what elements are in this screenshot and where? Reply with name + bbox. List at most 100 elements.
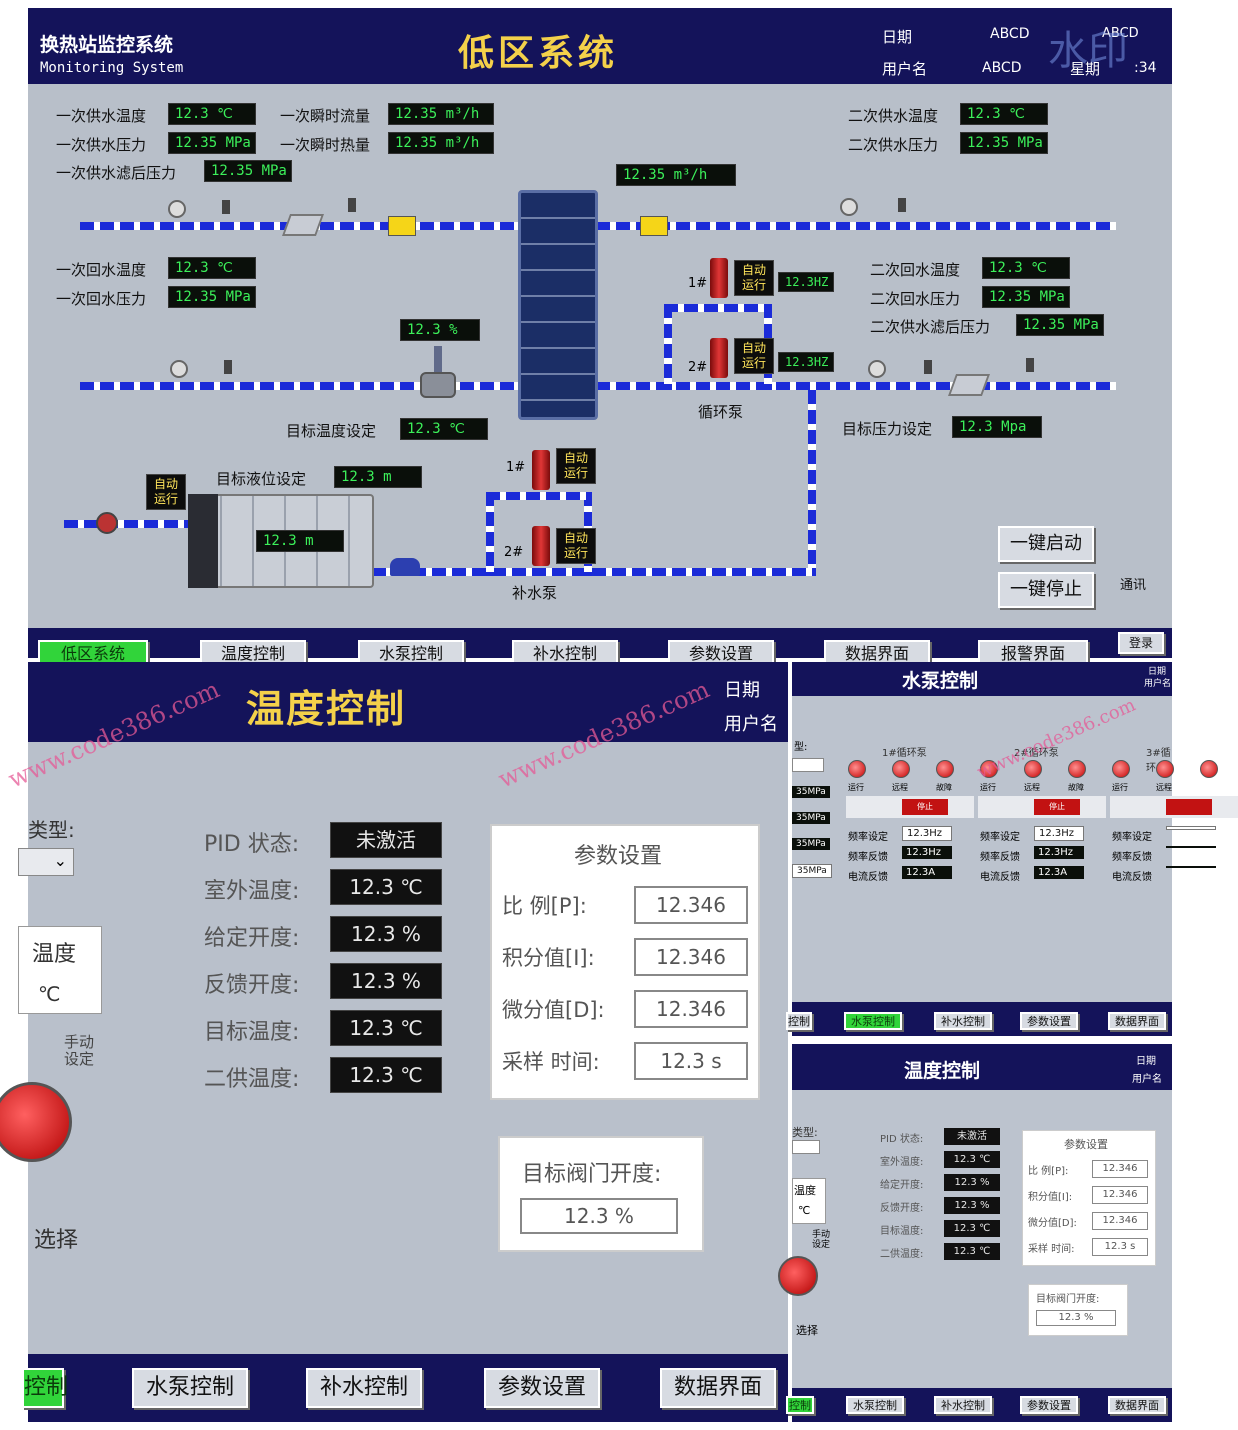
param-input[interactable]: 12.346 (634, 938, 748, 976)
param-label: 积分值[I]: (1028, 1192, 1073, 1203)
one-key-start-button[interactable]: 一键启动 (998, 526, 1094, 562)
pump-nav-item[interactable]: 水泵控制 (844, 1012, 902, 1030)
system-name-cn: 换热站监控系统 (40, 34, 174, 56)
left-temp-unit: ℃ (38, 982, 61, 1006)
freq-set-label: 频率设定 (1112, 832, 1152, 843)
p-filter-press-label: 一次供水滤后压力 (56, 164, 177, 182)
param-input[interactable]: 12.346 (1092, 1160, 1148, 1178)
temp-small-manual-label: 手动 设定 (812, 1230, 831, 1250)
nav-data-view[interactable]: 数据界面 (824, 640, 930, 666)
makeup-pump-1-icon[interactable] (532, 450, 550, 490)
temp-small-nav-item[interactable]: 补水控制 (934, 1396, 992, 1414)
s-return-press-value: 12.35 MPa (982, 286, 1070, 308)
pump-type-select[interactable] (792, 758, 824, 772)
pump-nav-item[interactable]: 控制 (786, 1012, 812, 1030)
temp-sensor-icon (898, 198, 906, 212)
temp-nav-item[interactable]: 补水控制 (306, 1368, 422, 1408)
temp-small-type-label: 类型: (792, 1126, 818, 1139)
temp-nav-item[interactable]: 参数设置 (484, 1368, 600, 1408)
pid-row-label: 室外温度: (880, 1157, 924, 1168)
param-label: 采样 时间: (502, 1050, 600, 1074)
temp-nav-item[interactable]: 水泵控制 (132, 1368, 248, 1408)
circ-pump-1-icon[interactable] (710, 258, 728, 298)
pid-row-value: 12.3 ℃ (944, 1243, 1000, 1260)
mode-knob[interactable] (0, 1082, 72, 1162)
temp-small-left-card (792, 1178, 826, 1224)
makeup-pipe (808, 390, 816, 576)
temp-small-nav-item[interactable]: 参数设置 (1020, 1396, 1078, 1414)
target-valve-box (498, 1136, 704, 1252)
circ-pump-2-icon[interactable] (710, 338, 728, 378)
chevron-down-icon: ⌄ (53, 851, 67, 870)
pump-tag: 1# (506, 460, 526, 475)
temp-page-title: 温度控制 (246, 687, 407, 731)
temp-control-small-panel: 温度控制 日期 用户名 类型: 温度 ℃ 手动 设定 选择 PID 状态:未激活… (778, 1044, 1172, 1422)
status-lamp-icon (848, 760, 866, 778)
temp-small-nav-item[interactable]: 控制 (786, 1396, 814, 1414)
flowmeter-icon (388, 216, 416, 236)
left-temp-card (18, 926, 102, 1014)
nav-alarm-view[interactable]: 报警界面 (978, 640, 1088, 666)
pump-stop-button[interactable]: 停止 (1034, 799, 1080, 815)
pump-left-value: 35MPa (792, 838, 830, 850)
temp-small-valve-input[interactable]: 12.3 % (1036, 1310, 1116, 1326)
p-filter-press-value: 12.35 MPa (204, 160, 292, 182)
temp-nav-item[interactable]: 控制 (22, 1368, 68, 1408)
flowmeter-icon (640, 216, 668, 236)
circ-loop-pipe (664, 304, 772, 312)
status-lamp-icon (980, 760, 998, 778)
type-select[interactable]: ⌄ (18, 848, 74, 876)
freq-set-input[interactable]: 12.3Hz (1034, 826, 1084, 841)
freq-fb-label: 频率反馈 (1112, 852, 1152, 863)
temp-nav-item[interactable]: 数据界面 (660, 1368, 776, 1408)
target-press-value[interactable]: 12.3 Mpa (952, 416, 1042, 438)
freq-set-input[interactable] (1166, 826, 1216, 830)
freq-set-input[interactable]: 12.3Hz (902, 826, 952, 841)
pid-row-value: 12.3 ℃ (944, 1151, 1000, 1168)
param-input[interactable]: 12.3 s (1092, 1238, 1148, 1256)
temp-small-type-select[interactable] (792, 1140, 820, 1154)
temp-small-nav-item[interactable]: 数据界面 (1108, 1396, 1166, 1414)
pump-nav-item[interactable]: 补水控制 (934, 1012, 992, 1030)
pressure-gauge-icon (168, 200, 186, 218)
temp-small-nav-item[interactable]: 水泵控制 (846, 1396, 904, 1414)
date-label: 日期 (882, 28, 913, 46)
param-input[interactable]: 12.3 s (634, 1042, 748, 1080)
target-press-label: 目标压力设定 (842, 420, 933, 438)
target-level-value[interactable]: 12.3 m (334, 466, 422, 488)
s-supply-temp-value: 12.3 ℃ (960, 103, 1048, 125)
param-input[interactable]: 12.346 (634, 886, 748, 924)
one-key-stop-button[interactable]: 一键停止 (998, 572, 1094, 608)
system-name-en: Monitoring System (40, 60, 184, 76)
pid-row-label: 反馈开度: (880, 1203, 924, 1214)
user-value: ABCD (982, 60, 1022, 76)
p-return-press-value: 12.35 MPa (168, 286, 256, 308)
login-button[interactable]: 登录 (1118, 632, 1164, 654)
s-filter-press-value: 12.35 MPa (1016, 314, 1104, 336)
param-settings-title: 参数设置 (574, 844, 663, 869)
lamp-fault-label: 故障 (1068, 783, 1084, 792)
s-flow-value: 12.35 m³/h (616, 164, 736, 186)
nav-param-settings[interactable]: 参数设置 (668, 640, 774, 666)
pump-user-label: 用户名 (1144, 679, 1172, 689)
pump-nav-item[interactable]: 参数设置 (1020, 1012, 1078, 1030)
current-label: 电流反馈 (848, 872, 888, 883)
pump-stop-button[interactable] (1166, 799, 1212, 815)
s-filter-press-label: 二次供水滤后压力 (870, 318, 991, 336)
p-heat-label: 一次瞬时热量 (280, 136, 371, 154)
pump-nav-item[interactable]: 数据界面 (1108, 1012, 1166, 1030)
target-temp-value[interactable]: 12.3 ℃ (400, 418, 488, 440)
p-heat-value: 12.35 m³/h (388, 132, 494, 154)
param-input[interactable]: 12.346 (1092, 1212, 1148, 1230)
param-input[interactable]: 12.346 (634, 990, 748, 1028)
temp-small-param-title: 参数设置 (1064, 1138, 1108, 1151)
pump-left-value: 35MPa (792, 786, 830, 798)
temp-small-knob[interactable] (778, 1256, 818, 1296)
pid-row-label: 室外温度: (204, 879, 300, 904)
nav-pump-control[interactable]: 水泵控制 (358, 640, 464, 666)
target-valve-input[interactable]: 12.3 % (520, 1198, 678, 1234)
param-input[interactable]: 12.346 (1092, 1186, 1148, 1204)
pump-stop-button[interactable]: 停止 (902, 799, 948, 815)
status-lamp-icon (1068, 760, 1086, 778)
makeup-pump-2-icon[interactable] (532, 526, 550, 566)
